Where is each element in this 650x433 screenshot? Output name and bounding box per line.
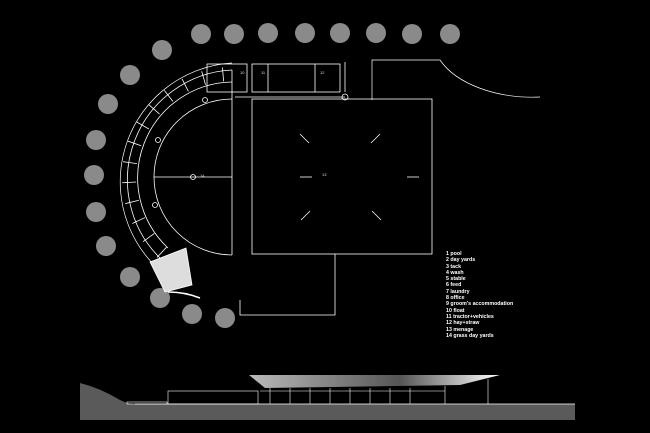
- drive-curve: [371, 59, 541, 100]
- legend-item: 8 office: [446, 295, 465, 302]
- plan-labels: 14 13 10 11 12: [200, 70, 327, 178]
- stable-partition: [163, 90, 174, 102]
- service-building: [251, 63, 341, 93]
- legend-item: 11 tractor+vehicles: [446, 313, 494, 320]
- stable-outer-arc: [127, 69, 233, 259]
- legend-item: 5 stable: [446, 276, 466, 283]
- stable-partition: [123, 161, 137, 165]
- stable-partition: [148, 104, 160, 115]
- roof: [249, 375, 500, 388]
- legend-item: 7 laundry: [446, 288, 470, 295]
- tree-icon: [402, 24, 422, 44]
- floor-plan: [119, 59, 541, 316]
- tree-icon: [98, 94, 118, 114]
- tree-icon: [120, 65, 140, 85]
- stable-partition: [222, 67, 225, 82]
- tree-icon: [86, 130, 106, 150]
- stable-partition: [142, 233, 155, 242]
- tree-icon: [120, 267, 140, 287]
- legend-item: 4 wash: [446, 269, 464, 276]
- stable-partitions: [122, 67, 225, 258]
- legend-item: 1 pool: [446, 251, 462, 257]
- paddock-outline: [239, 254, 336, 316]
- stable-partition: [156, 246, 167, 258]
- stable-partition: [136, 121, 150, 130]
- ground: [80, 383, 575, 420]
- section-elevation: [80, 375, 575, 420]
- legend-item: 3 tack: [446, 263, 462, 270]
- pool: [149, 247, 193, 293]
- tree-icon: [224, 24, 244, 44]
- float-building: [206, 63, 248, 93]
- legend-item: 9 groom's accommodation: [446, 301, 514, 308]
- label-14: 14: [200, 173, 205, 178]
- legend-item: 13 menage: [446, 326, 474, 333]
- label-10: 10: [240, 70, 245, 75]
- stable-partition: [122, 181, 137, 184]
- stable-partition: [125, 199, 139, 204]
- tree-icon: [182, 304, 202, 324]
- legend-item: 6 feed: [446, 282, 462, 289]
- tree-icon: [84, 165, 104, 185]
- stable-partition: [181, 78, 189, 92]
- tree-icon: [366, 23, 386, 43]
- tree-icon: [330, 23, 350, 43]
- legend-item: 12 hay+straw: [446, 320, 480, 327]
- label-11: 11: [261, 70, 266, 75]
- tree-icon: [96, 236, 116, 256]
- stable-partition: [132, 217, 146, 224]
- stable-partition: [201, 71, 206, 85]
- tree-icon: [150, 288, 170, 308]
- tree-icon: [86, 202, 106, 222]
- label-13: 13: [322, 172, 327, 177]
- legend-item: 2 day yards: [446, 257, 476, 264]
- label-12: 12: [320, 70, 325, 75]
- legend-item: 14 grass day yards: [446, 332, 494, 339]
- tree-icon: [295, 23, 315, 43]
- outer-wall-arc: [119, 62, 233, 286]
- legend-item: 10 float: [446, 307, 465, 314]
- tree-icon: [215, 308, 235, 328]
- menage: [251, 98, 433, 255]
- tree-icon: [440, 24, 460, 44]
- trees: [84, 23, 460, 328]
- tree-icon: [191, 24, 211, 44]
- tree-icon: [152, 40, 172, 60]
- stable-inner-arc: [137, 81, 233, 249]
- tree-icon: [258, 23, 278, 43]
- stable-partition: [127, 140, 142, 147]
